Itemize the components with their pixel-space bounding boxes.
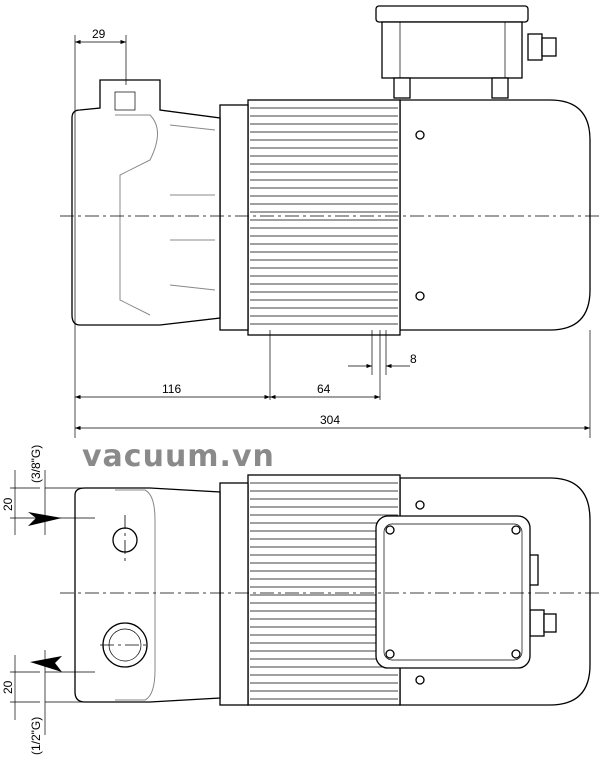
terminal-box-top bbox=[375, 5, 557, 99]
top-view bbox=[10, 470, 600, 735]
inlet-arrow-icon bbox=[28, 512, 62, 526]
dim-overall-length: 304 bbox=[320, 413, 340, 427]
pump-head bbox=[71, 79, 221, 326]
pump-head-2 bbox=[74, 487, 221, 703]
dim-pump-length: 116 bbox=[162, 382, 181, 396]
motor-flange bbox=[219, 104, 249, 331]
dim-flange-offset: 29 bbox=[92, 27, 106, 41]
motor-cap bbox=[399, 99, 591, 331]
watermark: vacuum.vn bbox=[82, 439, 275, 474]
inlet-thread: (3/8"G) bbox=[29, 445, 43, 483]
dim-foot-hole: 8 bbox=[410, 352, 417, 366]
terminal-box-top-view bbox=[375, 515, 531, 669]
outlet-thread: (1/2"G) bbox=[29, 717, 43, 755]
dim-inlet-offset: 20 bbox=[1, 497, 15, 511]
dim-foot-spacing: 64 bbox=[317, 382, 331, 396]
side-view bbox=[60, 5, 600, 438]
outlet-arrow-icon bbox=[30, 656, 62, 672]
dim-outlet-offset: 20 bbox=[1, 680, 15, 694]
